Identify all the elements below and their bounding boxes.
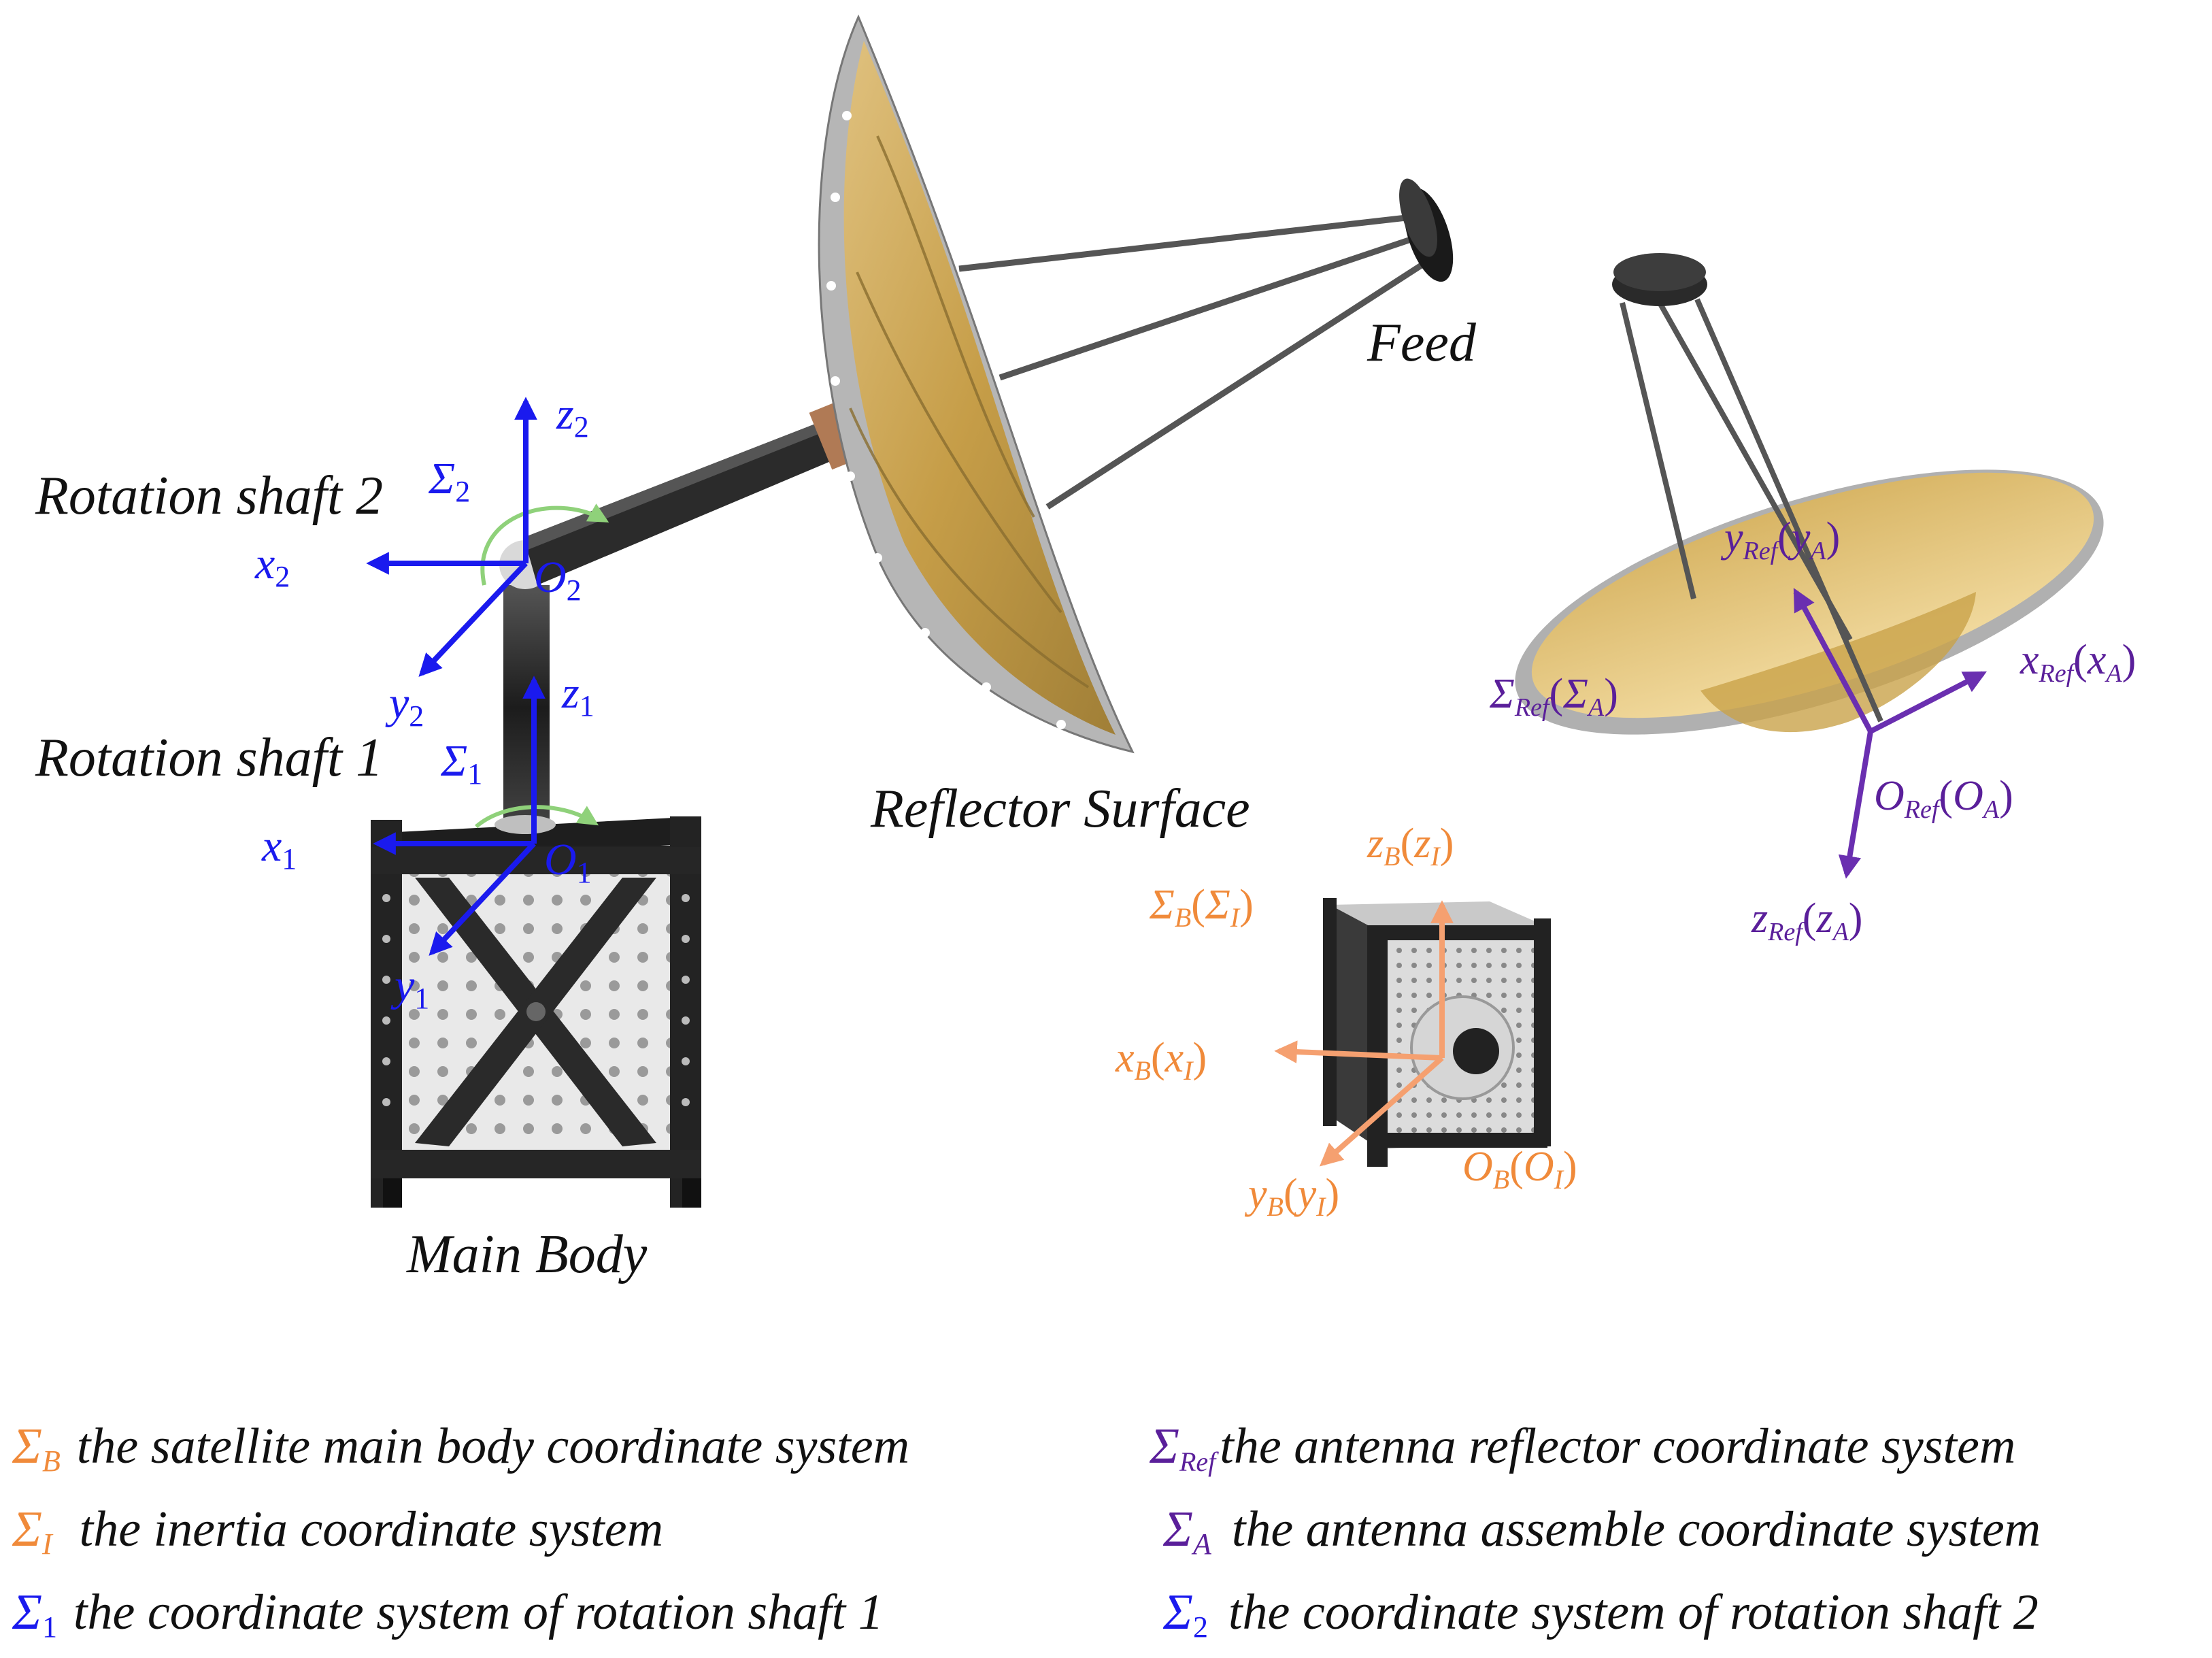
main-body-label: Main Body [406, 1225, 648, 1284]
o1-origin-label: O1 [544, 835, 592, 889]
rotation-shaft-2-label: Rotation shaft 2 [35, 466, 383, 526]
zref-axis-label: zRef(zA) [1751, 895, 1862, 946]
y1-axis-label: y1 [390, 961, 429, 1015]
z1-axis-label: z1 [561, 668, 594, 723]
sigma-b-label: ΣB(ΣI) [1149, 882, 1254, 933]
main-body-cube [371, 816, 701, 1208]
yb-axis-label: yB(yI) [1244, 1171, 1339, 1222]
sigma-ref-label: ΣRef(ΣA) [1489, 671, 1618, 722]
xref-axis-label: xRef(xA) [2020, 637, 2136, 688]
reflector-surface [818, 14, 1135, 754]
x1-axis-label: x1 [261, 821, 297, 876]
reflector-frame-axes [1793, 588, 1987, 879]
feed-label: Feed [1367, 313, 1477, 373]
frame-2-axes [366, 397, 537, 677]
xb-axis-label: xB(xI) [1115, 1035, 1207, 1086]
legend-item-sigma-ref: ΣRefthe antenna reflector coordinate sys… [1149, 1419, 2015, 1477]
rotation-shaft-1-label: Rotation shaft 1 [35, 728, 383, 788]
sigma-2-label: Σ2 [428, 454, 470, 508]
sigma-1-label: Σ1 [440, 736, 482, 791]
y2-axis-label: y2 [385, 678, 424, 733]
rotation-shaft-1-post [495, 540, 556, 834]
x2-axis-label: x2 [254, 539, 290, 593]
reflector-surface-label: Reflector Surface [870, 779, 1250, 839]
frame-1-axes [373, 676, 546, 956]
ob-origin-label: OB(OI) [1462, 1144, 1577, 1195]
z2-axis-label: z2 [556, 389, 589, 444]
yref-axis-label: yRef(yA) [1720, 514, 1840, 565]
feed-assembly [958, 178, 1454, 510]
inertia-cube [1323, 898, 1551, 1167]
zb-axis-label: zB(zI) [1367, 820, 1454, 872]
o2-origin-label: O2 [534, 552, 582, 607]
inertia-frame-axes [1274, 900, 1454, 1167]
oref-origin-label: ORef(OA) [1874, 773, 2013, 824]
